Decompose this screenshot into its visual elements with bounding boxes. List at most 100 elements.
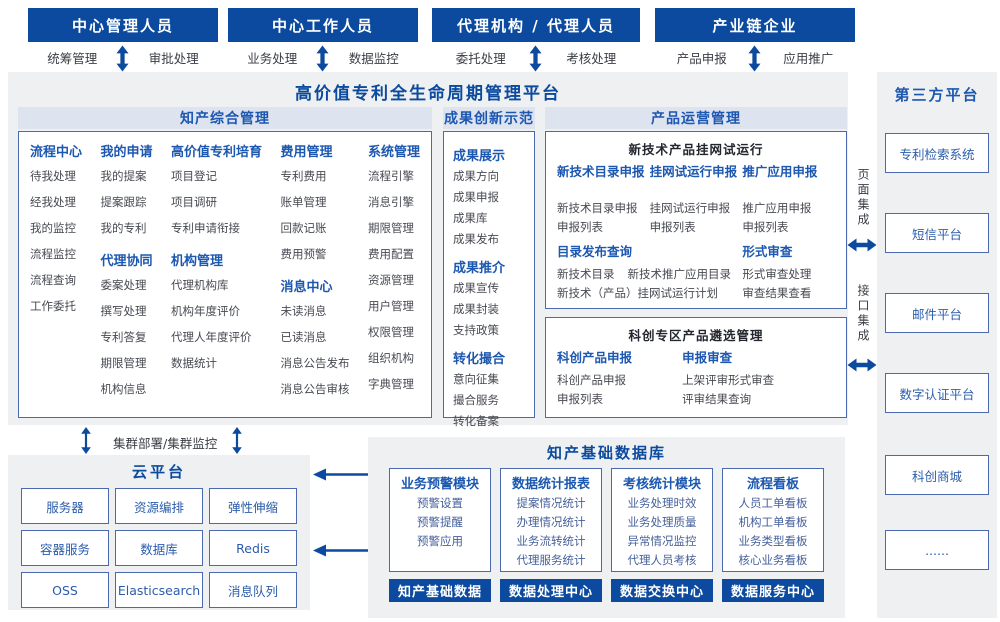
up-down-arrow-icon [529,45,543,71]
persona-label-right: 应用推广 [783,50,834,66]
third-party-title: 第三方平台 [894,86,980,104]
trial-run-lower-blocks: 目录发布查询新技术目录新技术推广应用目录新技术（产品）挂网试运行计划形式审查形式… [557,243,835,303]
ops-column-title: 科创产品申报 [557,350,633,365]
up-down-arrow [316,39,330,76]
persona-label-row: 业务处理 数据监控 [228,42,418,72]
group-item: 人员工单看板 [738,496,808,510]
up-down-arrow-icon [116,45,130,71]
ops-column-title: 申报审查 [682,350,733,365]
persona-label-left: 业务处理 [247,50,298,66]
cloud-service-box: 数据库 [115,530,203,566]
group-item: 形式审查处理 [742,267,812,281]
innovation-box: 成果展示成果方向成果申报成果库成果发布成果推介成果宣传成果封装支持政策转化撮合意… [443,131,535,428]
group-item: 工作委托 [30,299,76,313]
group-item: 成果申报 [453,190,499,204]
data-module-title: 数据统计报表 [511,477,590,492]
group-item: 我的专利 [100,221,147,235]
platform-title: 高价值专利全生命周期管理平台 [295,84,561,104]
group-item: 经我处理 [30,195,76,209]
ops-column: 挂网试运行申报挂网试运行申报申报列表 [650,163,743,237]
third-party-box: 数字认证平台 [885,373,989,413]
data-module: 业务预警模块预警设置预警提醒预警应用知产基础数据 [389,468,491,602]
group-item: 机构信息 [100,382,147,396]
group-item: 撮合服务 [453,393,499,407]
group-item: 评审结果查询 [682,392,752,406]
group-item: 提案跟踪 [100,195,147,209]
group-title: 消息中心 [280,280,333,295]
group-item: 转化备案 [453,414,499,428]
group-item: 代理人员考核 [627,553,697,567]
group-item: 项目登记 [171,169,217,183]
third-party-box: ...... [885,530,989,570]
up-down-arrow-icon [81,427,91,454]
group-item: 代理机构库 [171,278,229,292]
data-module-footer-button: 知产基础数据 [389,579,491,602]
group-item: 审查结果查看 [742,286,812,300]
ops-column-title: 挂网试运行申报 [649,164,738,179]
persona-group: 中心管理人员统筹管理审批处理 [28,8,218,72]
group-item: 预警设置 [417,496,463,510]
data-platform-title: 知产基础数据库 [546,444,666,462]
group-item: 消息引擎 [367,195,414,209]
group-item: 机构年度评价 [171,304,240,318]
data-module-title: 考核统计模块 [622,477,701,492]
ip-column: 系统管理流程引擎消息引擎期限管理费用配置资源管理用户管理权限管理组织机构字典管理 [368,141,420,408]
group-item: 流程查询 [30,273,76,287]
data-module-footer-button: 数据交换中心 [611,579,713,602]
cloud-service-box: 资源编排 [115,488,203,524]
group-item: 业务处理质量 [627,515,697,529]
up-down-arrow [529,39,543,76]
group-title: 我的申请 [100,145,153,160]
group-item: 已读消息 [280,330,327,344]
ops-line: 新技术（产品）挂网试运行计划 [557,284,742,303]
persona-group: 代理机构 / 代理人员委托处理考核处理 [432,8,640,72]
ops-column: 新技术目录申报新技术目录申报申报列表 [557,163,650,237]
persona-label-left: 委托处理 [455,50,506,66]
persona-group: 中心工作人员业务处理 数据监控 [228,8,418,72]
group-item: 项目调研 [171,195,217,209]
group-item: 成果发布 [453,232,499,246]
data-platform-modules: 业务预警模块预警设置预警提醒预警应用知产基础数据数据统计报表提案情况统计办理情况… [368,463,845,602]
group-title: 费用管理 [280,145,333,160]
group-item: 账单管理 [280,195,327,209]
group-item: 待我处理 [30,169,76,183]
group-item: 委案处理 [100,278,147,292]
cloud-service-box: Elasticsearch [115,572,203,608]
group-item: 期限管理 [367,221,414,235]
ops-lower-block: 形式审查形式审查处理审查结果查看 [742,243,835,303]
group-item: 专利费用 [280,169,327,183]
group-item: 未读消息 [280,304,327,318]
cloud-service-box: 弹性伸缩 [209,488,297,524]
data-module: 考核统计模块业务处理时效业务处理质量异常情况监控代理人员考核数据交换中心 [611,468,713,602]
group-item: 预警提醒 [417,515,463,529]
section-header-product-ops: 产品运营管理 [545,107,847,129]
group-item: 消息公告审核 [280,382,350,396]
group-item: 业务类型看板 [738,534,808,548]
cloud-service-box: 服务器 [21,488,109,524]
ip-management-box: 流程中心待我处理经我处理我的监控流程监控流程查询工作委托我的申请我的提案提案跟踪… [18,131,432,418]
group-item: 新技术目录 [557,267,615,281]
group-item: 数据统计 [171,356,217,370]
group-item: 费用预警 [280,247,327,261]
ip-column: 流程中心待我处理经我处理我的监控流程监控流程查询工作委托 [30,141,82,408]
group-item: 专利答复 [100,330,147,344]
group-title: 流程中心 [30,145,83,160]
cloud-service-box: 消息队列 [209,572,297,608]
ops-lower-block: 目录发布查询新技术目录新技术推广应用目录新技术（产品）挂网试运行计划 [557,243,742,303]
cloud-title: 云平台 [131,463,186,481]
ops-column-title: 形式审查 [742,244,793,259]
persona-label-right: 数据监控 [348,50,399,66]
group-item: 意向征集 [453,372,499,386]
group-item: 字典管理 [367,377,414,391]
third-party-box: 科创商城 [885,455,989,495]
up-down-arrow [116,39,130,76]
ops-column: 科创产品申报科创产品申报申报列表 [557,349,682,409]
third-party-panel: 第三方平台 专利检索系统短信平台邮件平台数字认证平台科创商城...... [877,72,997,618]
group-item: 代理人年度评价 [171,330,252,344]
cloud-service-box: Redis [209,530,297,566]
ops-column-title: 推广应用申报 [742,164,818,179]
persona-title: 中心工作人员 [228,8,418,42]
